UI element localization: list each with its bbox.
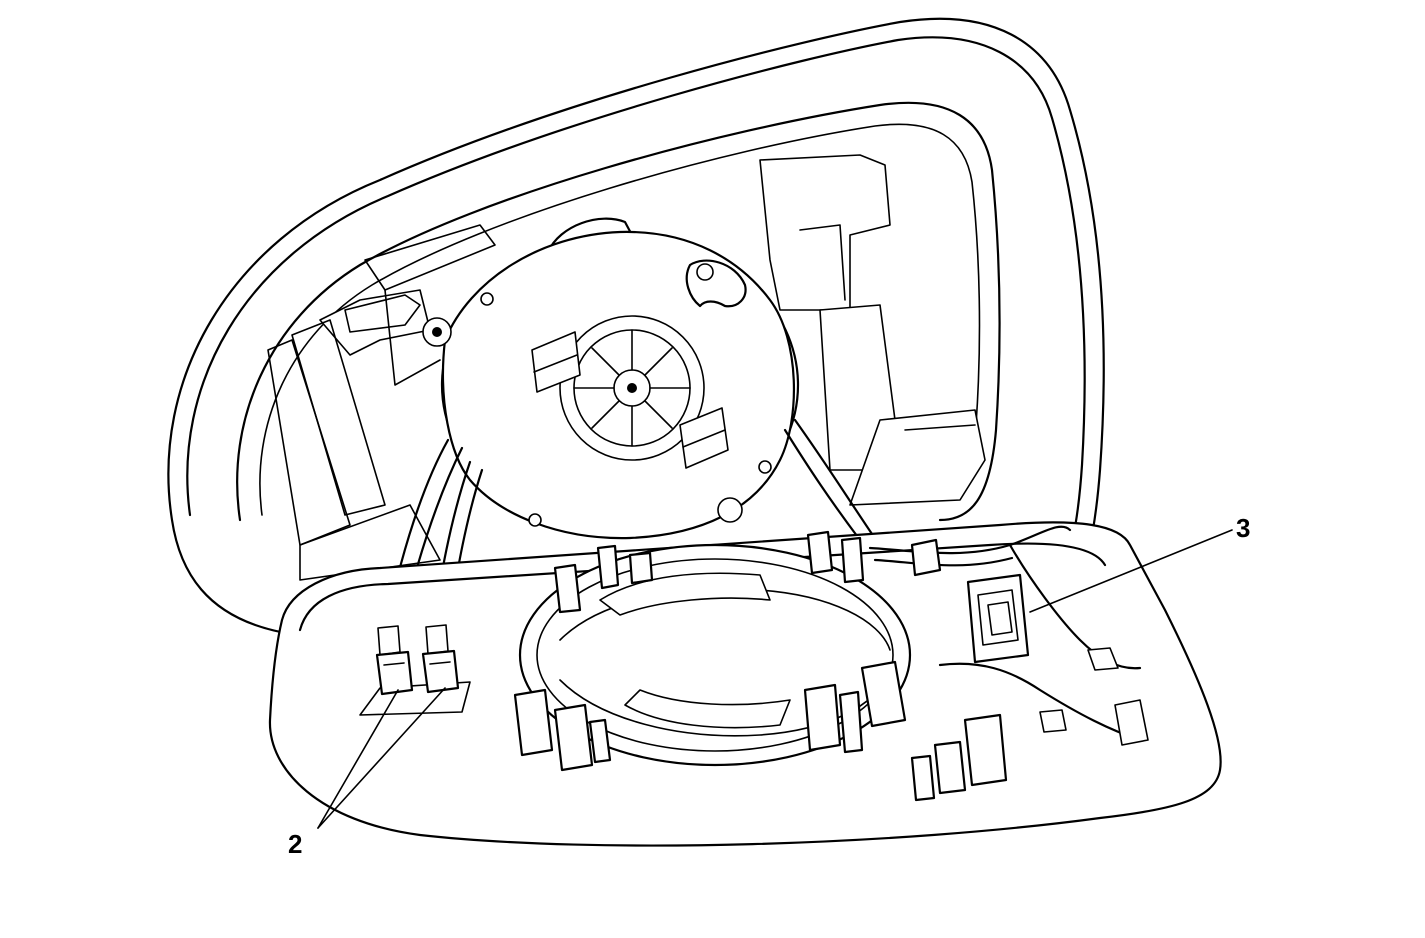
right-connector <box>868 525 1149 802</box>
callout-label-2: 2 <box>288 829 302 859</box>
housing-frame <box>267 154 986 581</box>
leader-lines <box>317 529 1233 829</box>
callout-label-3: 3 <box>1236 513 1250 543</box>
motor-actuator <box>422 217 800 540</box>
mounting-ring <box>513 530 912 772</box>
